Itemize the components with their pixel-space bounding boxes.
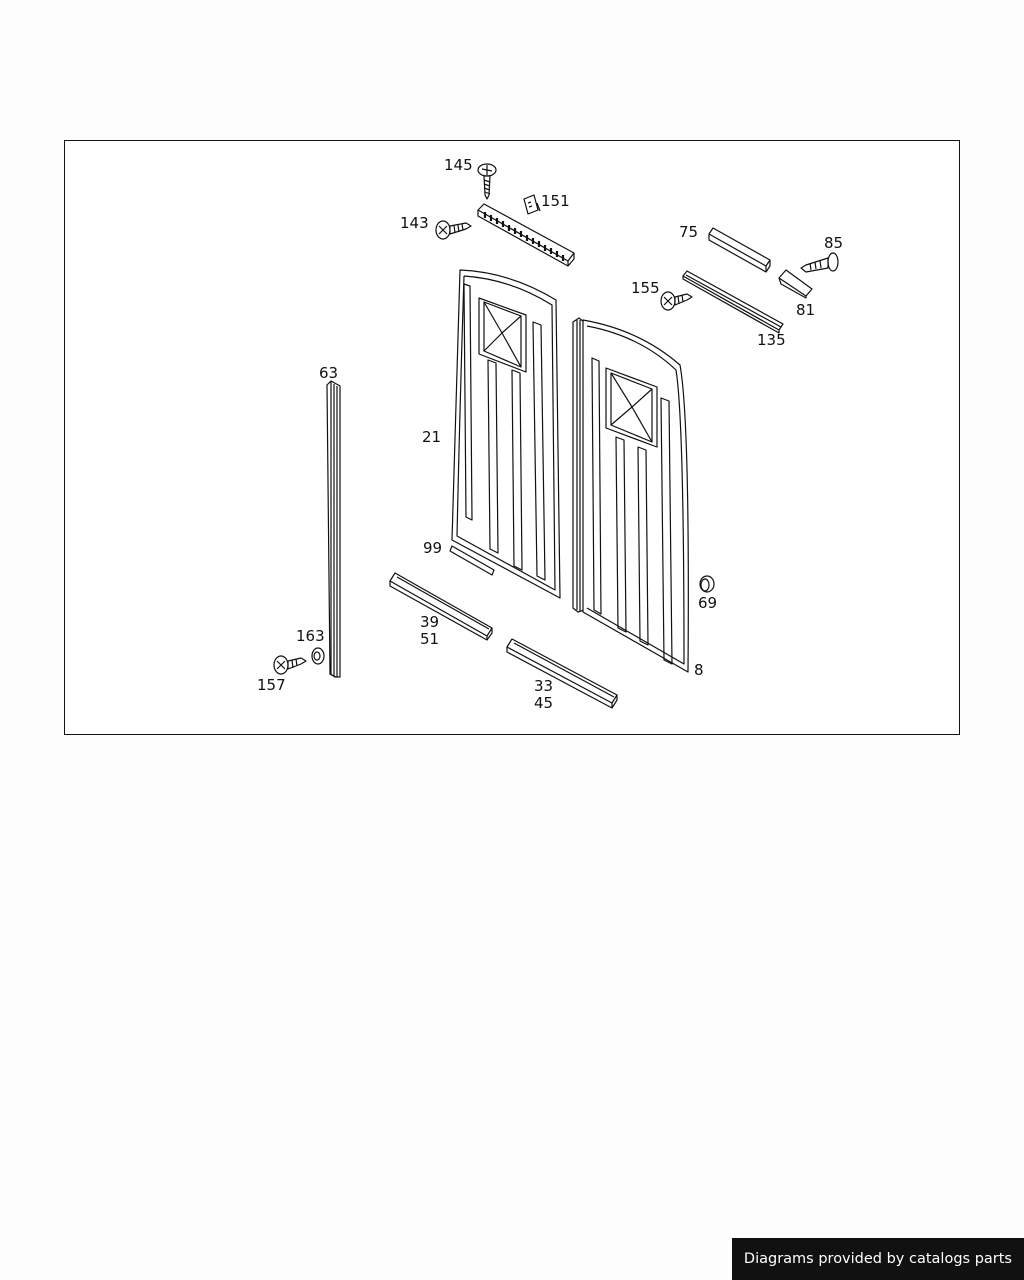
callout-75: 75 bbox=[679, 223, 698, 241]
footer-banner: Diagrams provided by catalogs parts bbox=[731, 1238, 1024, 1280]
callout-39: 39 bbox=[420, 613, 439, 631]
strip-99 bbox=[449, 545, 495, 576]
lower-strip-39 bbox=[389, 572, 493, 641]
callout-163: 163 bbox=[296, 627, 325, 645]
screw-157 bbox=[273, 655, 307, 675]
callout-8: 8 bbox=[694, 661, 704, 679]
screw-145 bbox=[477, 163, 497, 200]
callout-69: 69 bbox=[698, 594, 717, 612]
center-seal-rail bbox=[572, 317, 585, 613]
callout-33: 33 bbox=[534, 677, 553, 695]
callout-85: 85 bbox=[824, 234, 843, 252]
callout-51: 51 bbox=[420, 630, 439, 648]
strip-135 bbox=[682, 270, 784, 334]
callout-151: 151 bbox=[541, 192, 570, 210]
plug-69 bbox=[699, 575, 715, 593]
footer-text: Diagrams provided by catalogs parts bbox=[743, 1251, 1012, 1267]
rail-63 bbox=[326, 380, 341, 678]
door-panel-21 bbox=[451, 269, 561, 599]
door-panel-8 bbox=[582, 319, 689, 673]
callout-63: 63 bbox=[319, 364, 338, 382]
bolt-85 bbox=[800, 252, 839, 273]
callout-143: 143 bbox=[400, 214, 429, 232]
callout-99: 99 bbox=[423, 539, 442, 557]
lower-strip-33 bbox=[506, 638, 618, 709]
wedge-81 bbox=[778, 269, 813, 299]
bar-75 bbox=[708, 227, 771, 273]
callout-145: 145 bbox=[444, 156, 473, 174]
callout-135: 135 bbox=[757, 331, 786, 349]
screw-143 bbox=[435, 220, 472, 240]
callout-157: 157 bbox=[257, 676, 286, 694]
callout-81: 81 bbox=[796, 301, 815, 319]
callout-45: 45 bbox=[534, 694, 553, 712]
clip-151 bbox=[523, 194, 541, 215]
spacer-163 bbox=[311, 647, 325, 665]
callout-155: 155 bbox=[631, 279, 660, 297]
callout-21: 21 bbox=[422, 428, 441, 446]
top-rail-strip bbox=[477, 203, 575, 267]
screw-155 bbox=[660, 291, 693, 311]
